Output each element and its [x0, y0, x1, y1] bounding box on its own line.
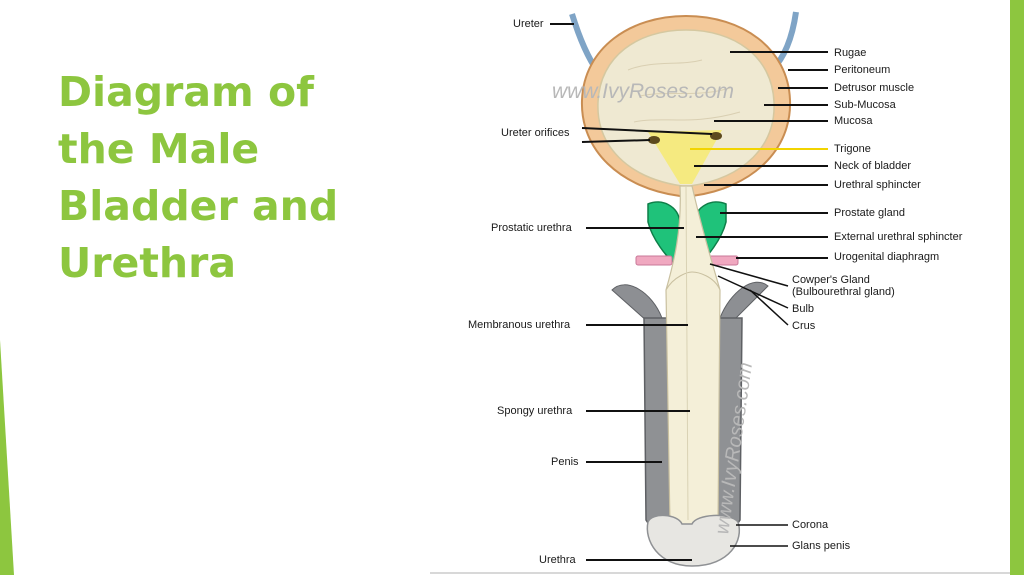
label-cowpers-gland: Cowper's Gland — [792, 274, 870, 286]
label-detrusor-muscle: Detrusor muscle — [834, 82, 914, 94]
label-spongy-urethra: Spongy urethra — [497, 405, 573, 417]
label-membranous-urethra: Membranous urethra — [468, 319, 571, 331]
label-corona: Corona — [792, 519, 829, 531]
label-bulb: Bulb — [792, 303, 814, 315]
bladder-urethra-diagram: www.IvyRoses.com www.IvyRoses.com Ureter… — [430, 0, 1010, 575]
label-urethra: Urethra — [539, 554, 577, 566]
watermark-text: www.IvyRoses.com — [552, 80, 734, 103]
label-trigone: Trigone — [834, 143, 871, 155]
slide-title: Diagram of the Male Bladder and Urethra — [58, 68, 339, 287]
label-neck-of-bladder: Neck of bladder — [834, 160, 911, 172]
label-ureter-orifices: Ureter orifices — [501, 127, 570, 139]
bladder-mucosa-shape — [597, 29, 775, 187]
ureter-orifice-left — [648, 136, 660, 144]
diaphragm-left-shape — [635, 255, 673, 266]
label-rugae: Rugae — [834, 47, 866, 59]
label-glans-penis: Glans penis — [792, 540, 851, 552]
label-penis: Penis — [551, 456, 579, 468]
label-urogenital-diaphragm: Urogenital diaphragm — [834, 251, 939, 263]
label-external-urethral-sphincter: External urethral sphincter — [834, 231, 963, 243]
label-sub-mucosa: Sub-Mucosa — [834, 99, 897, 111]
label-prostatic-urethra: Prostatic urethra — [491, 222, 573, 234]
label-peritoneum: Peritoneum — [834, 64, 890, 76]
label-urethral-sphincter: Urethral sphincter — [834, 179, 921, 191]
label-ureter: Ureter — [513, 18, 544, 30]
label-prostate-gland: Prostate gland — [834, 207, 905, 219]
label-mucosa: Mucosa — [834, 115, 873, 127]
left-accent-stripe — [0, 340, 14, 575]
label-crus: Crus — [792, 320, 816, 332]
ureter-orifice-right — [710, 132, 722, 140]
trigone-shape — [648, 130, 722, 184]
label-bulbourethral-gland: (Bulbourethral gland) — [792, 286, 895, 298]
